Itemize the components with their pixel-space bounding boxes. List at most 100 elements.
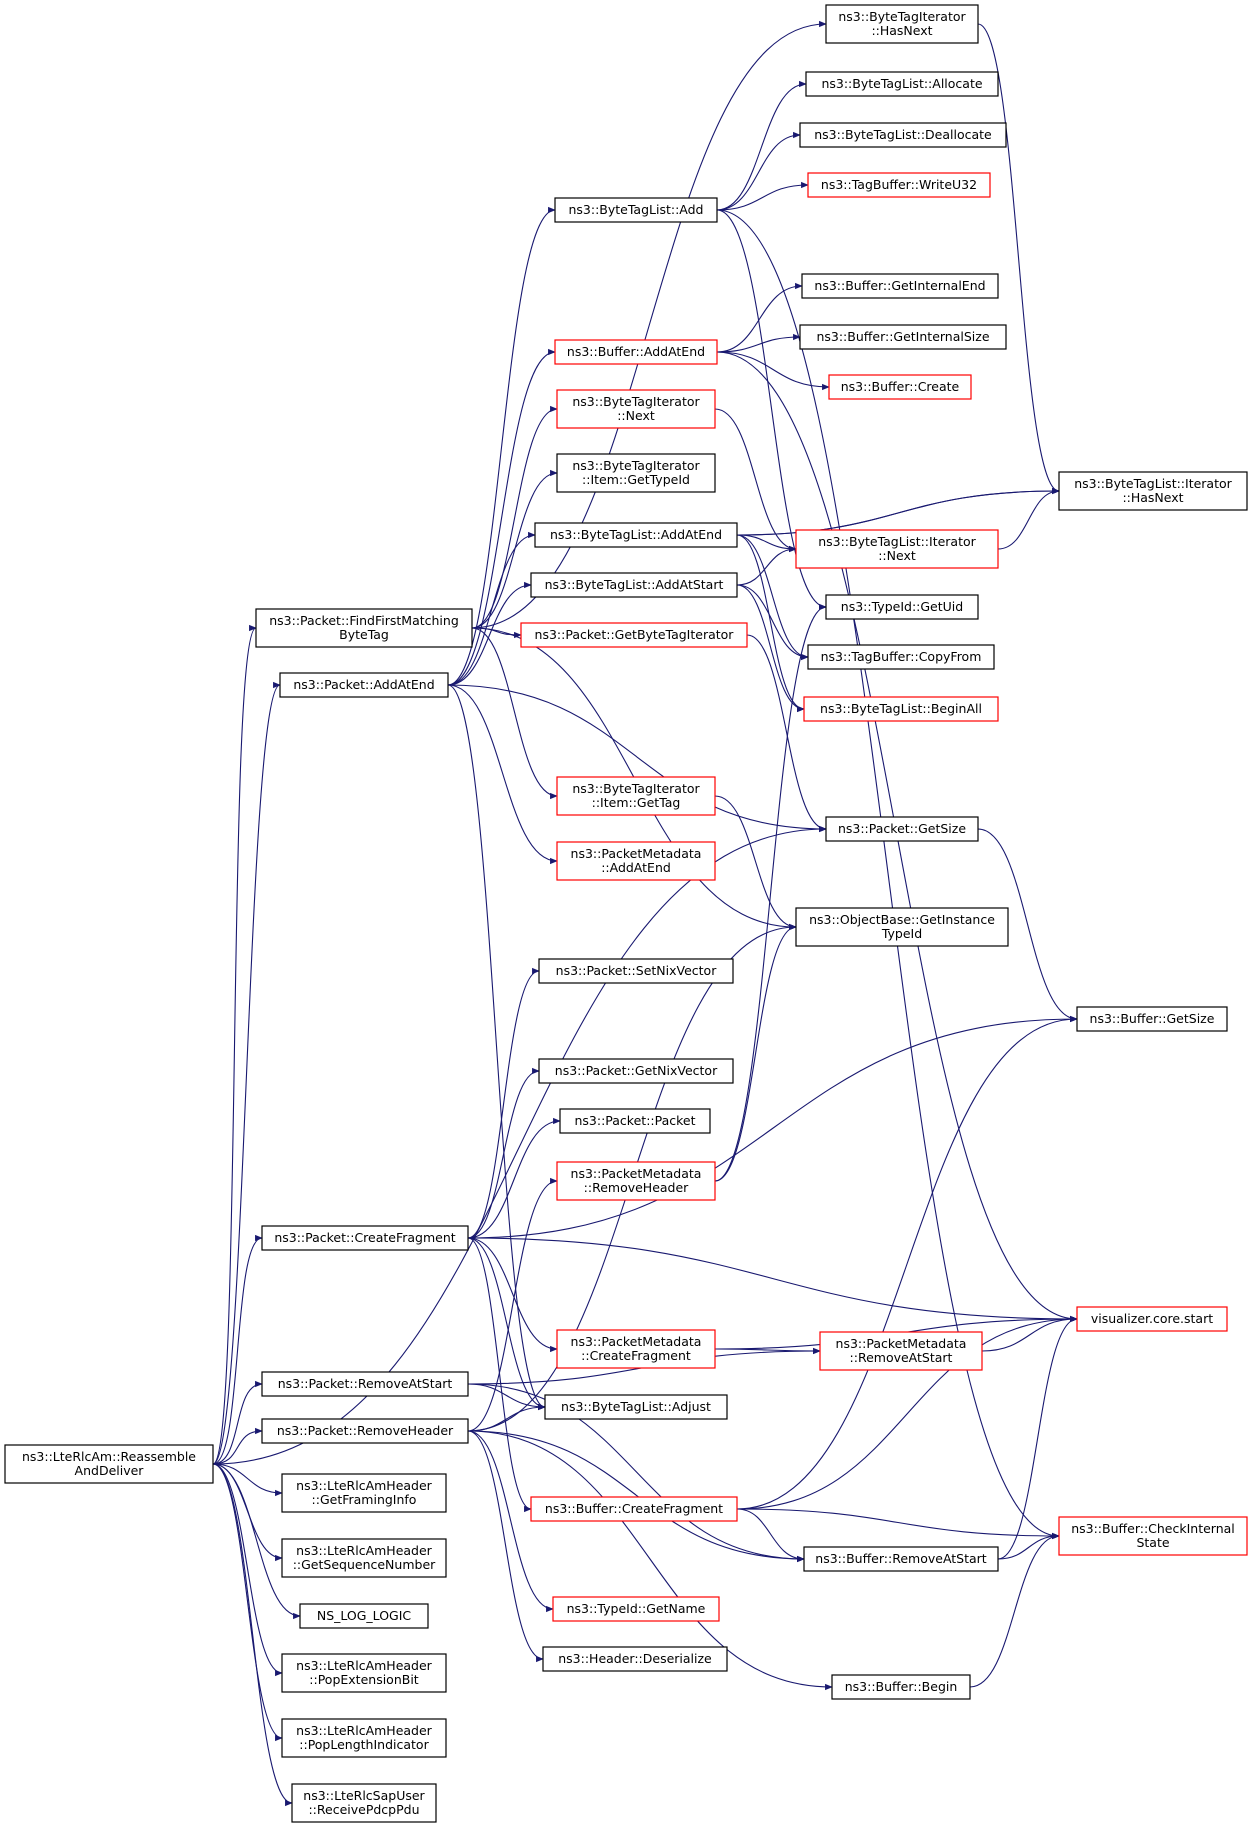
node-box [261, 1418, 469, 1444]
node-setNix[interactable]: ns3::Packet::SetNixVector [538, 958, 734, 984]
edge-bufCreateFrag-to-bufGetSize [736, 1015, 1078, 1510]
node-box [261, 1371, 469, 1397]
node-box [807, 172, 991, 198]
edge-removeHeader-to-bufBegin [467, 1430, 833, 1691]
node-box [281, 1538, 447, 1578]
node-label: ::ReceivePdcpPdu [308, 1802, 419, 1817]
node-btiHasNext[interactable]: ns3::ByteTagIterator::HasNext [825, 4, 979, 44]
node-pmRemoveHeader[interactable]: ns3::PacketMetadata::RemoveHeader [556, 1161, 716, 1201]
node-label: ns3::Buffer::GetInternalSize [816, 329, 989, 344]
node-label: ByteTag [339, 627, 389, 642]
node-removeAtStart[interactable]: ns3::Packet::RemoveAtStart [261, 1371, 469, 1397]
node-label: ns3::PacketMetadata [836, 1336, 967, 1351]
node-getSeq[interactable]: ns3::LteRlcAmHeader::GetSequenceNumber [281, 1538, 447, 1578]
node-pktAddAtEnd[interactable]: ns3::Packet::AddAtEnd [279, 672, 449, 698]
node-btlBeginAll[interactable]: ns3::ByteTagList::BeginAll [803, 696, 999, 722]
node-label: ns3::ByteTagList::Iterator [818, 534, 976, 549]
node-box [530, 1496, 738, 1522]
node-getBTI[interactable]: ns3::Packet::GetByteTagIterator [520, 622, 748, 648]
node-label: ::GetSequenceNumber [293, 1557, 436, 1572]
node-bufGetSize[interactable]: ns3::Buffer::GetSize [1076, 1006, 1228, 1032]
node-typeIdGetUid[interactable]: ns3::TypeId::GetUid [825, 594, 979, 620]
node-bufAddAtEnd[interactable]: ns3::Buffer::AddAtEnd [554, 339, 718, 365]
node-box [261, 1225, 469, 1251]
node-box [279, 672, 449, 698]
node-bufRemoveAtStart[interactable]: ns3::Buffer::RemoveAtStart [803, 1546, 999, 1572]
node-btlAdjust[interactable]: ns3::ByteTagList::Adjust [544, 1394, 728, 1420]
node-pmRemoveAtStart[interactable]: ns3::PacketMetadata::RemoveAtStart [819, 1331, 983, 1371]
node-tbWriteU32[interactable]: ns3::TagBuffer::WriteU32 [807, 172, 991, 198]
edge-createFrag-to-setNix [467, 967, 540, 1239]
node-pktPacket[interactable]: ns3::Packet::Packet [559, 1108, 711, 1134]
node-label: ns3::PacketMetadata [571, 846, 702, 861]
edge-root-to-removeHeader [212, 1427, 263, 1465]
node-vizStart[interactable]: visualizer.core.start [1076, 1306, 1228, 1332]
edge-root-to-popExt [212, 1463, 283, 1677]
node-btiNext[interactable]: ns3::ByteTagIterator::Next [556, 389, 716, 429]
node-box [281, 1718, 447, 1758]
node-btlAllocate[interactable]: ns3::ByteTagList::Allocate [805, 71, 999, 97]
edge-pktAddAtEnd-to-pktGetSize [447, 684, 827, 833]
node-btiItemGetTypeId[interactable]: ns3::ByteTagIterator::Item::GetTypeId [556, 453, 716, 493]
edge-btlItNext-to-btlItHasNext [997, 487, 1060, 550]
node-tbCopyFrom[interactable]: ns3::TagBuffer::CopyFrom [807, 644, 995, 670]
node-box [1058, 1516, 1248, 1556]
node-btlItHasNext[interactable]: ns3::ByteTagList::Iterator::HasNext [1058, 471, 1248, 511]
node-label: ns3::Header::Deserialize [558, 1651, 712, 1666]
node-box [552, 1596, 720, 1622]
node-pmAddAtEnd[interactable]: ns3::PacketMetadata::AddAtEnd [556, 841, 716, 881]
node-headerDeser[interactable]: ns3::Header::Deserialize [542, 1646, 728, 1672]
edge-btlAddAtEnd-to-tbCopyFrom [736, 534, 809, 661]
node-box [831, 1674, 971, 1700]
node-pktGetSize[interactable]: ns3::Packet::GetSize [825, 816, 979, 842]
node-typeIdGetName[interactable]: ns3::TypeId::GetName [552, 1596, 720, 1622]
node-box [803, 1546, 999, 1572]
node-box [554, 339, 718, 365]
node-label: ::CreateFragment [581, 1348, 691, 1363]
edge-btlAddAtStart-to-btlBeginAll [736, 584, 805, 713]
node-box [825, 4, 979, 44]
node-recvPdcp[interactable]: ns3::LteRlcSapUser::ReceivePdcpPdu [291, 1783, 437, 1823]
node-label: ns3::TypeId::GetUid [841, 599, 963, 614]
node-btlAdd[interactable]: ns3::ByteTagList::Add [554, 197, 718, 223]
node-nsLog[interactable]: NS_LOG_LOGIC [299, 1603, 429, 1629]
node-box [534, 522, 738, 548]
node-createFrag[interactable]: ns3::Packet::CreateFragment [261, 1225, 469, 1251]
edge-findFirst-to-btiItemGetTag [471, 627, 558, 800]
node-pmCreateFrag[interactable]: ns3::PacketMetadata::CreateFragment [556, 1329, 716, 1369]
node-label: ns3::ByteTagList::AddAtEnd [550, 527, 722, 542]
edge-btlAddAtEnd-to-btlItHasNext [736, 487, 1060, 536]
node-getNix[interactable]: ns3::Packet::GetNixVector [538, 1058, 734, 1084]
node-box [799, 122, 1007, 148]
edge-pktAddAtEnd-to-btlAddAtEnd [447, 531, 536, 686]
node-bufGetInternalSize[interactable]: ns3::Buffer::GetInternalSize [799, 324, 1007, 350]
edge-bufAddAtEnd-to-bufGetInternalEnd [716, 282, 803, 353]
node-btlItNext[interactable]: ns3::ByteTagList::Iterator::Next [795, 529, 999, 569]
node-box [559, 1108, 711, 1134]
node-box [281, 1473, 447, 1513]
node-bufGetInternalEnd[interactable]: ns3::Buffer::GetInternalEnd [801, 273, 999, 299]
node-popLen[interactable]: ns3::LteRlcAmHeader::PopLengthIndicator [281, 1718, 447, 1758]
edge-bufCreateFrag-to-bufCheckInternal [736, 1508, 1060, 1540]
node-label: ns3::ByteTagIterator [838, 9, 966, 24]
node-bufCreateFrag[interactable]: ns3::Buffer::CreateFragment [530, 1496, 738, 1522]
node-bufBegin[interactable]: ns3::Buffer::Begin [831, 1674, 971, 1700]
node-btiItemGetTag[interactable]: ns3::ByteTagIterator::Item::GetTag [556, 776, 716, 816]
node-getFraming[interactable]: ns3::LteRlcAmHeader::GetFramingInfo [281, 1473, 447, 1513]
node-btlDeallocate[interactable]: ns3::ByteTagList::Deallocate [799, 122, 1007, 148]
node-btlAddAtStart[interactable]: ns3::ByteTagList::AddAtStart [530, 572, 738, 598]
node-bufCreate[interactable]: ns3::Buffer::Create [828, 374, 972, 400]
node-popExt[interactable]: ns3::LteRlcAmHeader::PopExtensionBit [281, 1653, 447, 1693]
node-removeHeader[interactable]: ns3::Packet::RemoveHeader [261, 1418, 469, 1444]
edge-root-to-findFirst [212, 625, 257, 1465]
node-box [807, 644, 995, 670]
edge-createFrag-to-bufGetSize [467, 1015, 1078, 1239]
node-btlAddAtEnd[interactable]: ns3::ByteTagList::AddAtEnd [534, 522, 738, 548]
node-box [795, 529, 999, 569]
edge-pktAddAtEnd-to-btlAdd [447, 206, 556, 686]
